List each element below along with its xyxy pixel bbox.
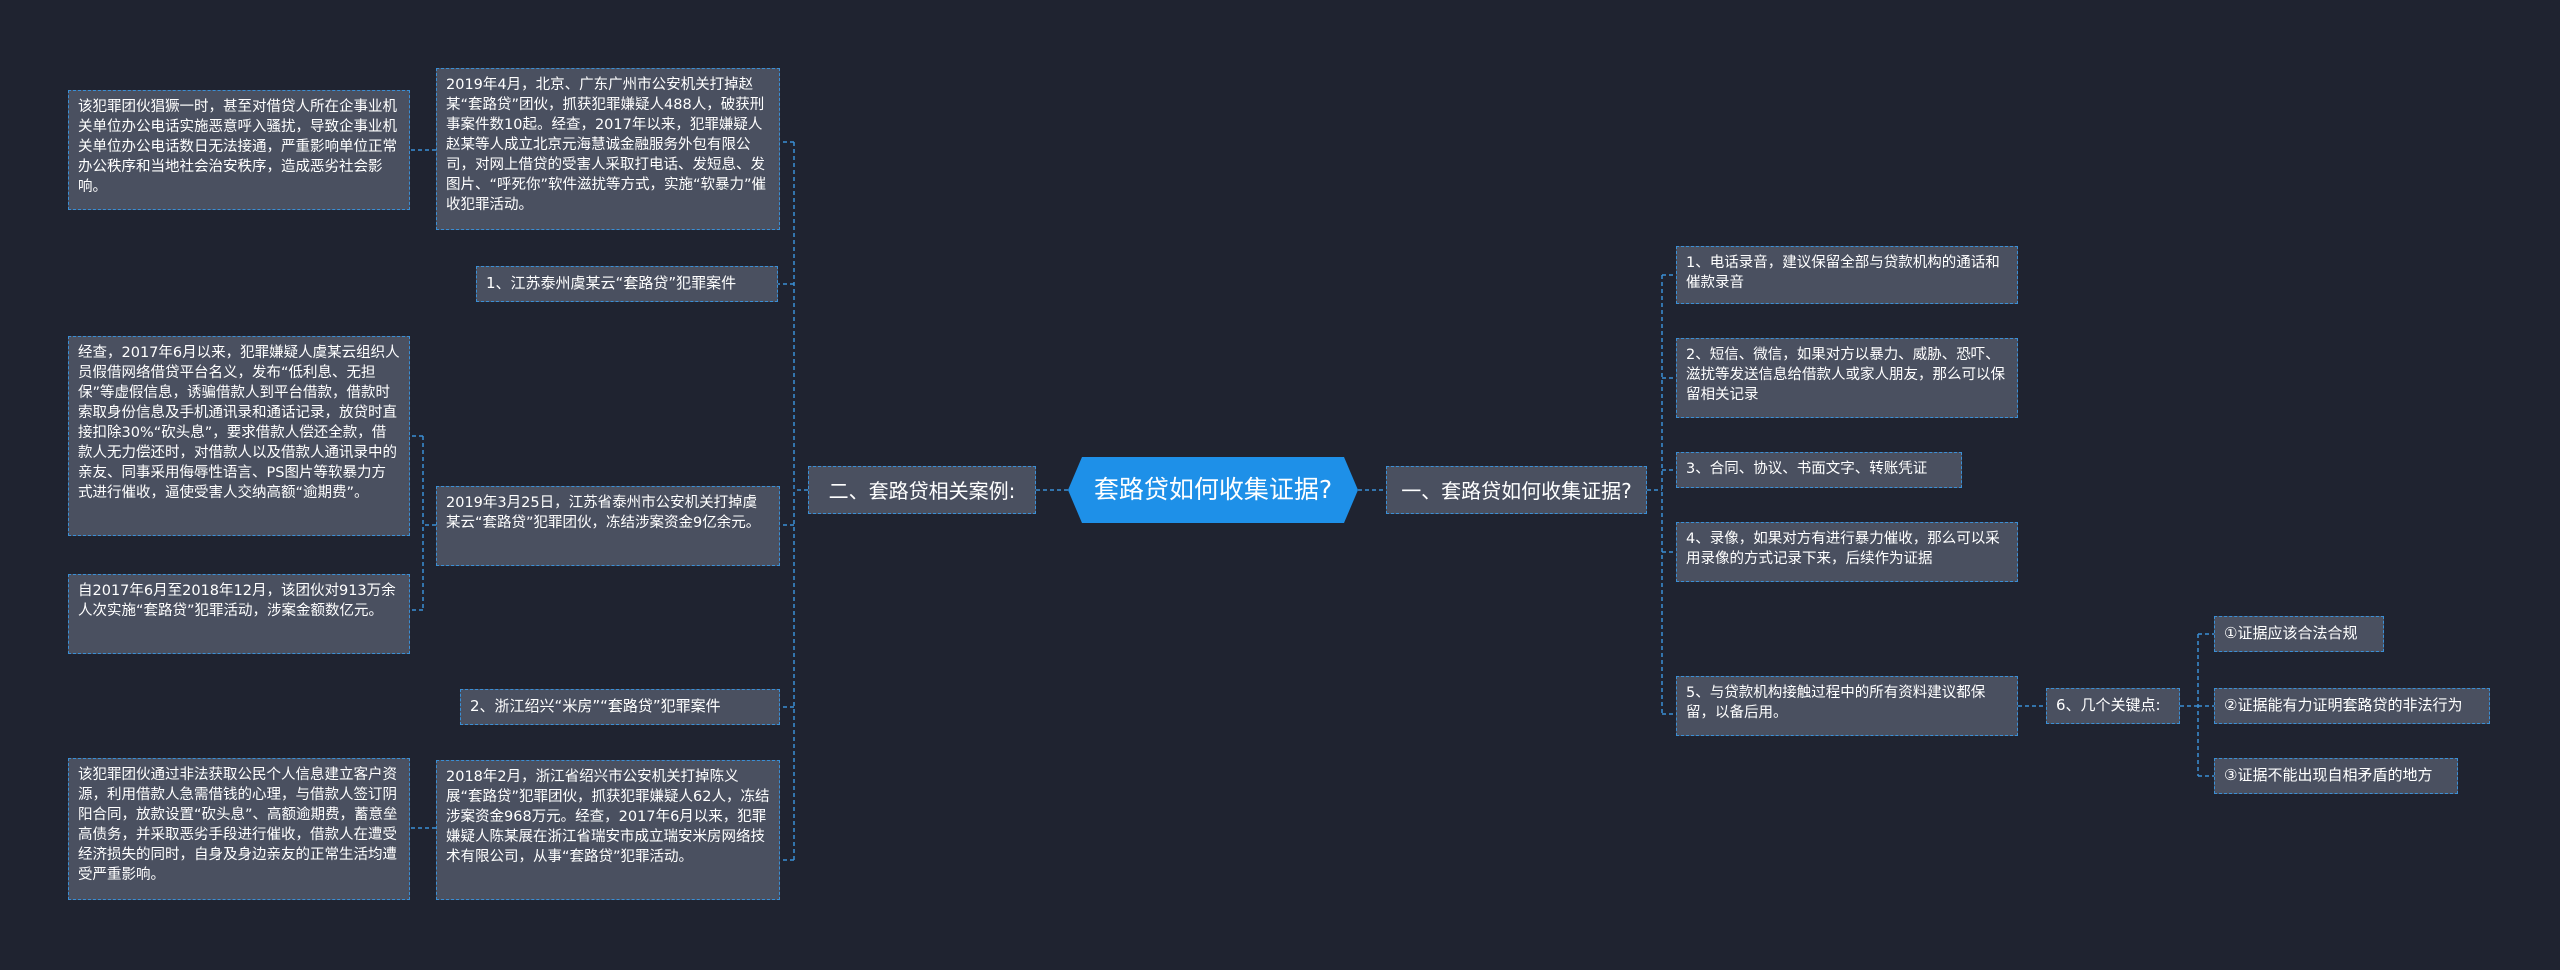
link-case1-details xyxy=(410,435,436,611)
case1-label[interactable]: 1、江苏泰州虞某云“套路贷”犯罪案件 xyxy=(476,266,778,302)
link-left-branch-cases xyxy=(778,141,808,861)
key-point-2[interactable]: ②证据能有力证明套路贷的非法行为 xyxy=(2214,688,2490,724)
link-keypoints-items xyxy=(2180,633,2214,777)
case1-summary[interactable]: 2019年3月25日，江苏省泰州市公安机关打掉虞某云“套路贷”犯罪团伙，冻结涉案… xyxy=(436,486,780,566)
evidence-item-1[interactable]: 1、电话录音，建议保留全部与贷款机构的通话和催款录音 xyxy=(1676,246,2018,304)
key-point-3[interactable]: ③证据不能出现自相矛盾的地方 xyxy=(2214,758,2458,794)
case1-detail-1[interactable]: 经查，2017年6月以来，犯罪嫌疑人虞某云组织人员假借网络借贷平台名义，发布“低… xyxy=(68,336,410,536)
link-right-branch-evidence xyxy=(1647,274,1676,715)
case2-detail[interactable]: 该犯罪团伙通过非法获取公民个人信息建立客户资源，利用借款人急需借钱的心理，与借款… xyxy=(68,758,410,900)
evidence-item-5[interactable]: 5、与贷款机构接触过程中的所有资料建议都保留，以备后用。 xyxy=(1676,676,2018,736)
case0-summary[interactable]: 2019年4月，北京、广东广州市公安机关打掉赵某“套路贷”团伙，抓获犯罪嫌疑人4… xyxy=(436,68,780,230)
case0-detail[interactable]: 该犯罪团伙猖獗一时，甚至对借贷人所在企事业机关单位办公电话实施恶意呼入骚扰，导致… xyxy=(68,90,410,210)
evidence-item-4[interactable]: 4、录像，如果对方有进行暴力催收，那么可以采用录像的方式记录下来，后续作为证据 xyxy=(1676,522,2018,582)
case1-detail-2[interactable]: 自2017年6月至2018年12月，该团伙对913万余人次实施“套路贷”犯罪活动… xyxy=(68,574,410,654)
case2-label[interactable]: 2、浙江绍兴“米房”“套路贷”犯罪案件 xyxy=(460,689,780,725)
evidence-item-3[interactable]: 3、合同、协议、书面文字、转账凭证 xyxy=(1676,452,1962,488)
evidence-item-2[interactable]: 2、短信、微信，如果对方以暴力、威胁、恐吓、滋扰等发送信息给借款人或家人朋友，那… xyxy=(1676,338,2018,418)
case2-summary[interactable]: 2018年2月，浙江省绍兴市公安机关打掉陈义展“套路贷”犯罪团伙，抓获犯罪嫌疑人… xyxy=(436,760,780,900)
branch-collect-evidence[interactable]: 一、套路贷如何收集证据? xyxy=(1386,466,1647,514)
key-points-label[interactable]: 6、几个关键点: xyxy=(2046,688,2180,724)
key-point-1[interactable]: ①证据应该合法合规 xyxy=(2214,616,2384,652)
root-topic[interactable]: 套路贷如何收集证据? xyxy=(1068,457,1358,523)
branch-related-cases[interactable]: 二、套路贷相关案例: xyxy=(808,466,1036,514)
